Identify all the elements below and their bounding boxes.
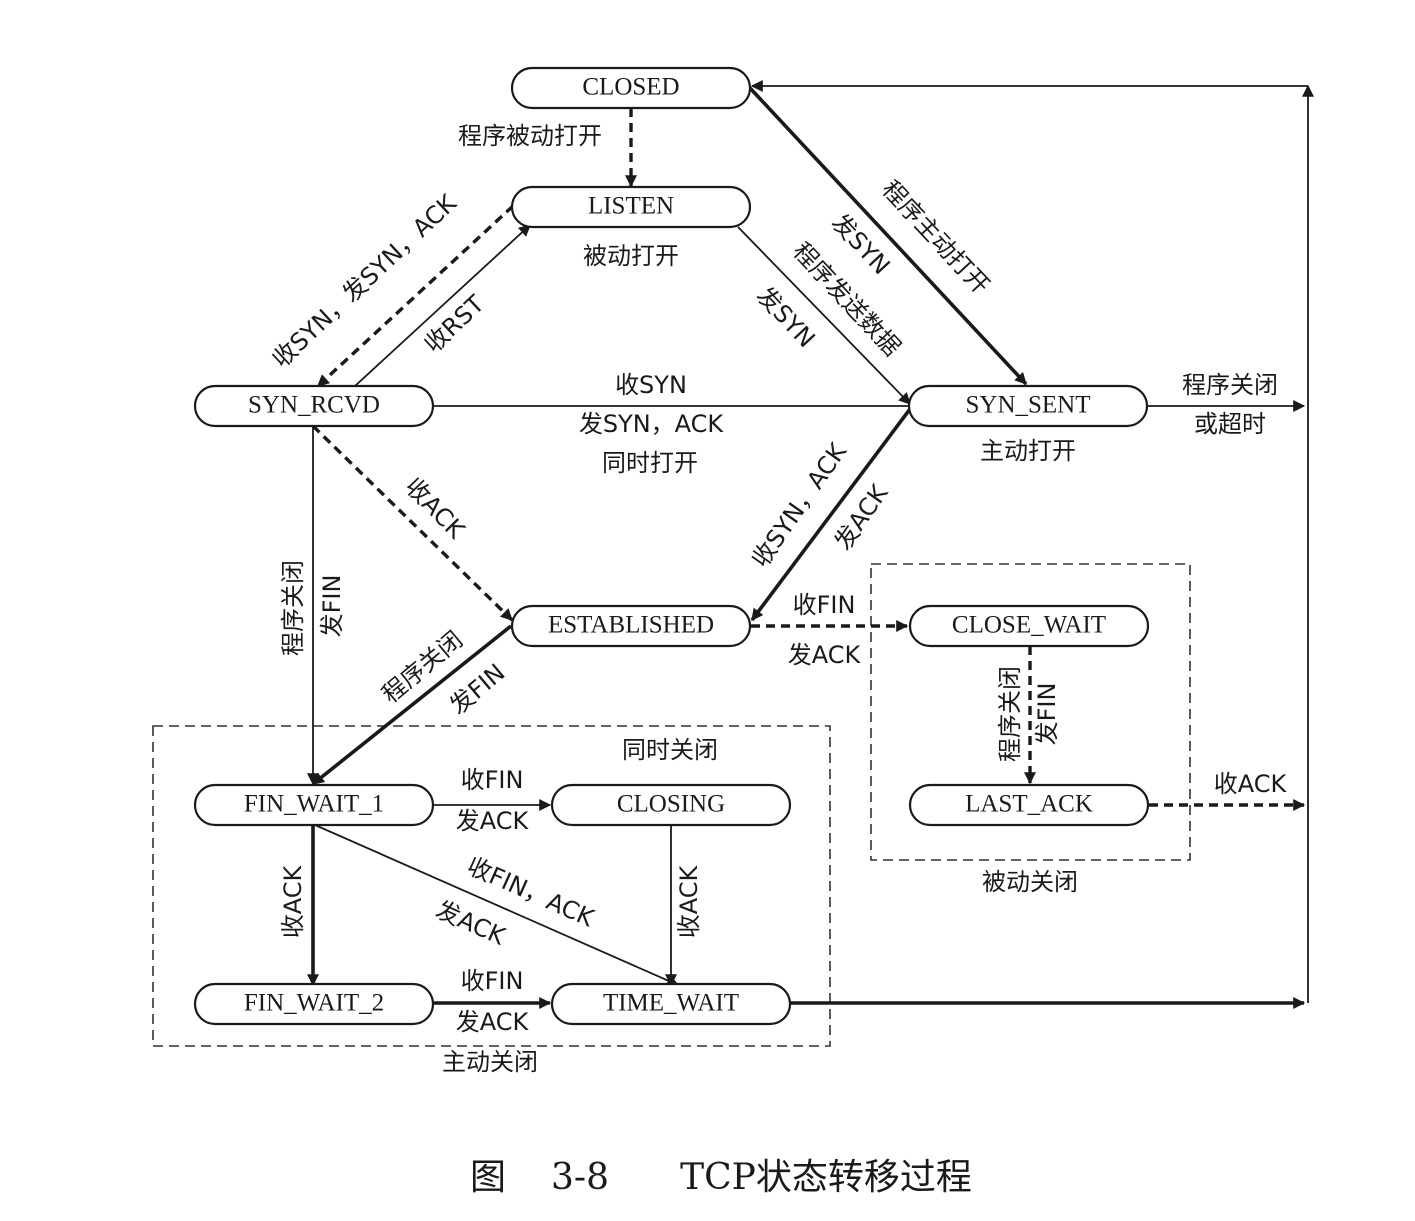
label-send-ack-closing: 发ACK [456, 807, 530, 835]
label-send-syn-mid: 发SYN [751, 281, 820, 353]
state-fin-wait-2-box [193, 982, 435, 1026]
label-send-ack-est: 发ACK [829, 479, 894, 555]
state-closed-box [510, 66, 752, 110]
label-simul-open: 同时打开 [602, 449, 698, 477]
label-recv-ack-est: 收ACK [399, 473, 470, 546]
state-syn-rcvd: SYN_RCVD [193, 384, 435, 428]
state-syn-sent-label: SYN_SENT [965, 392, 1090, 419]
state-time-wait-box [550, 982, 792, 1026]
label-send-fin-left: 发FIN [318, 575, 346, 638]
state-syn-rcvd-box [193, 384, 435, 428]
state-time-wait: TIME_WAIT [550, 982, 792, 1026]
state-closing-label: CLOSING [617, 791, 725, 818]
state-fin-wait-1: FIN_WAIT_1 [193, 783, 435, 827]
state-syn-rcvd-label: SYN_RCVD [248, 392, 380, 419]
state-established-label: ESTABLISHED [548, 612, 714, 639]
state-closed: CLOSED [510, 66, 752, 110]
state-last-ack: LAST_ACK [908, 783, 1150, 827]
label-prog-close-left: 程序关闭 [279, 560, 307, 656]
state-last-ack-label: LAST_ACK [965, 791, 1093, 818]
caption-title: TCP状态转移过程 [680, 1157, 972, 1198]
edge-established-finwait1 [311, 624, 513, 786]
state-last-ack-box [908, 783, 1150, 827]
label-prog-close-or-timeout-2: 或超时 [1194, 410, 1266, 438]
label-passive-open-prog: 程序被动打开 [458, 122, 602, 150]
edge-finwait1-timewait [314, 824, 680, 987]
caption-figure: 图 [470, 1157, 506, 1198]
state-established-box [510, 604, 752, 648]
state-closing: CLOSING [550, 783, 792, 827]
label-active-close: 主动关闭 [442, 1048, 538, 1076]
label-recv-fin-closing: 收FIN [461, 766, 524, 794]
label-recv-fin-cw: 收FIN [793, 591, 856, 619]
state-close-wait-label: CLOSE_WAIT [952, 612, 1106, 639]
state-fin-wait-2: FIN_WAIT_2 [193, 982, 435, 1026]
label-prog-close-cw: 程序关闭 [996, 666, 1024, 762]
state-closing-box [550, 783, 792, 827]
state-closed-label: CLOSED [582, 74, 679, 101]
caption-number: 3-8 [551, 1157, 609, 1198]
edge-closed-synsent [748, 86, 1028, 386]
state-syn-sent: SYN_SENT [907, 384, 1149, 428]
state-fin-wait-2-label: FIN_WAIT_2 [244, 990, 384, 1017]
label-send-fin-cw: 发FIN [1033, 683, 1061, 746]
edge-synrcvd-established [311, 424, 514, 622]
label-active-open-prog: 程序主动打开 [876, 175, 995, 299]
label-simul-close: 同时关闭 [622, 736, 718, 764]
label-active-open: 主动打开 [980, 437, 1076, 465]
state-listen-box [510, 185, 752, 229]
label-send-fin-est: 发FIN [444, 658, 510, 720]
edge-synrcvd-listen [354, 224, 531, 387]
label-simul-recv-syn: 收SYN [615, 371, 687, 399]
label-passive-open: 被动打开 [583, 242, 679, 270]
passive-close-region [870, 563, 1191, 861]
label-recv-rst: 收RST [419, 290, 490, 359]
state-established: ESTABLISHED [510, 604, 752, 648]
label-recv-ack-last: 收ACK [1214, 770, 1288, 798]
state-listen: LISTEN [510, 185, 752, 229]
state-syn-sent-box [907, 384, 1149, 428]
edge-listen-synsent [737, 226, 911, 405]
label-simul-send-synack: 发SYN，ACK [579, 410, 725, 438]
state-close-wait: CLOSE_WAIT [908, 604, 1150, 648]
label-recv-ack-fw1: 收ACK [279, 864, 307, 938]
label-prog-close-or-timeout-1: 程序关闭 [1182, 371, 1278, 399]
label-passive-close: 被动关闭 [982, 868, 1078, 896]
state-fin-wait-1-box [193, 783, 435, 827]
label-recv-ack-closing: 收ACK [675, 864, 703, 938]
label-recv-fin-fw2: 收FIN [461, 967, 524, 995]
state-fin-wait-1-label: FIN_WAIT_1 [244, 791, 384, 818]
edge-synsent-established [750, 407, 912, 622]
state-time-wait-label: TIME_WAIT [603, 990, 739, 1017]
active-close-region [152, 725, 831, 1047]
label-send-ack-fw2: 发ACK [456, 1008, 530, 1036]
label-send-ack-cw: 发ACK [788, 641, 862, 669]
state-listen-label: LISTEN [588, 193, 674, 220]
state-close-wait-box [908, 604, 1150, 648]
label-send-ack-diag: 发ACK [432, 896, 511, 952]
